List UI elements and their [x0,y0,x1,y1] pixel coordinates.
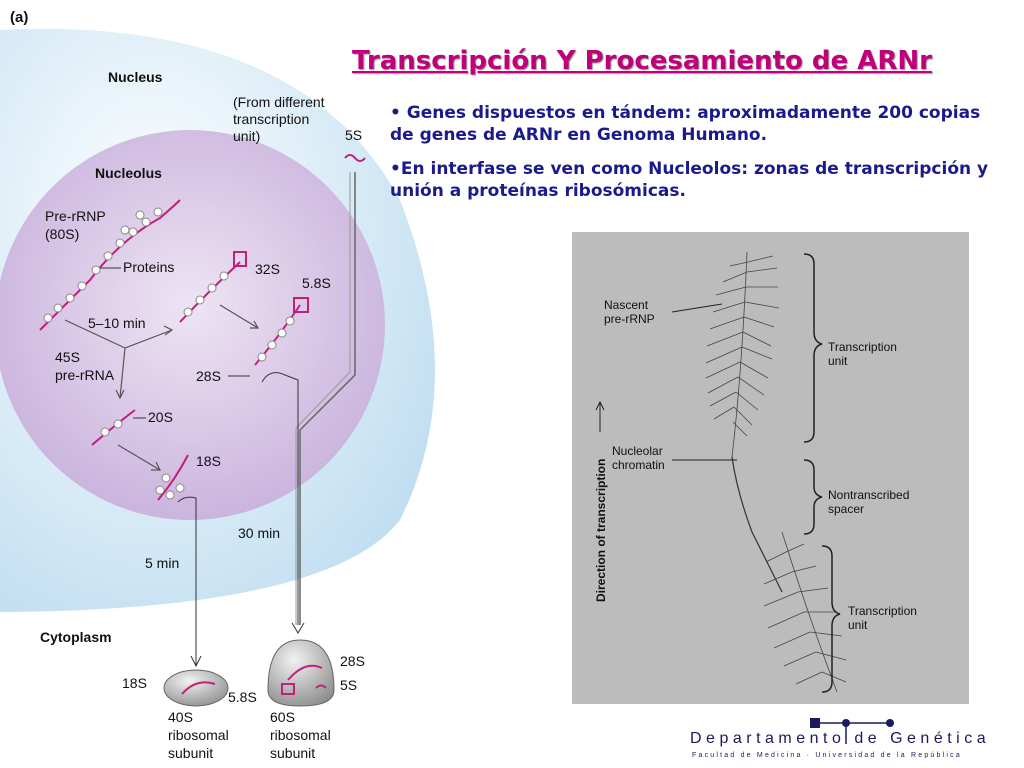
time-5-10-label: 5–10 min [88,315,146,331]
s18-label: 18S [196,453,221,469]
rna-32s-fold [233,251,247,267]
sub40-58s-label: 5.8S [228,689,257,705]
sub60-28s-label: 28S [340,653,365,669]
rna-58s-fold [293,297,309,313]
upper-transcription-tree [705,251,780,458]
department-name: Departamento de Genética [690,730,991,747]
nucleus-label: Nucleus [108,69,163,85]
subunit-60s-label: 60S ribosomal subunit [270,709,335,761]
rna-18s-strand [157,454,189,501]
department-logo-mark [810,718,894,744]
nucleolus-shape [0,130,385,520]
subunit-60s-shape [267,639,335,707]
s28-label: 28S [196,368,221,384]
bracket-spacer [803,459,823,535]
bullet-item: • Genes dispuestos en tándem: aproximada… [390,103,981,145]
cytoplasm-label: Cytoplasm [40,629,112,645]
rrna-processing-diagram: (a) Nucleus Nucleolus Cytoplasm (From di… [0,9,435,761]
panel-label: (a) [10,9,28,26]
processing-arrows [64,304,260,471]
path-18s-to-cytoplasm [177,496,197,665]
s20-label: 20S [148,409,173,425]
direction-label: Direction of transcription [594,459,608,602]
nucleolar-chromatin-strand [731,456,783,593]
bullet-list: • Genes dispuestos en tándem: aproximada… [390,102,998,214]
pre-rrnp-label: Pre-rRNP (80S) [45,208,109,242]
micrograph-image: Direction of transcription [572,232,969,704]
sub40-18s-label: 18S [122,675,147,691]
subunit-40s-shape [163,669,229,707]
from-unit-label: (From different transcription unit) [233,94,328,144]
sub60-5s-label: 5S [340,677,357,693]
faculty-name: Facultad de Medicina · Universidad de la… [692,752,962,759]
pre-rrnp-proteins [43,207,163,323]
bullet-item: •En interfase se ven como Nucleolos: zon… [390,159,989,201]
nucleolus-label: Nucleolus [95,165,162,181]
s58-label: 5.8S [302,275,331,291]
pre-rrna-45s-strand [39,199,181,331]
path-28s-to-cytoplasm [261,372,299,625]
five-s-rna [344,154,366,162]
s32-label: 32S [255,261,280,277]
bracket-transcription-unit-2 [821,545,841,693]
proteins-label: Proteins [123,259,174,275]
pre-rrna-label: 45S pre-rRNA [55,349,115,383]
bracket-transcription-unit-1 [803,253,823,443]
subunit-40s-label: 40S ribosomal subunit [168,709,233,761]
time-30-label: 30 min [238,525,280,541]
time-5-label: 5 min [145,555,179,571]
slide-title: Transcripción Y Procesamiento de ARNr [352,46,932,76]
five-s-path [299,172,356,625]
lower-transcription-tree [763,531,847,693]
five-s-top-label: 5S [345,127,362,143]
